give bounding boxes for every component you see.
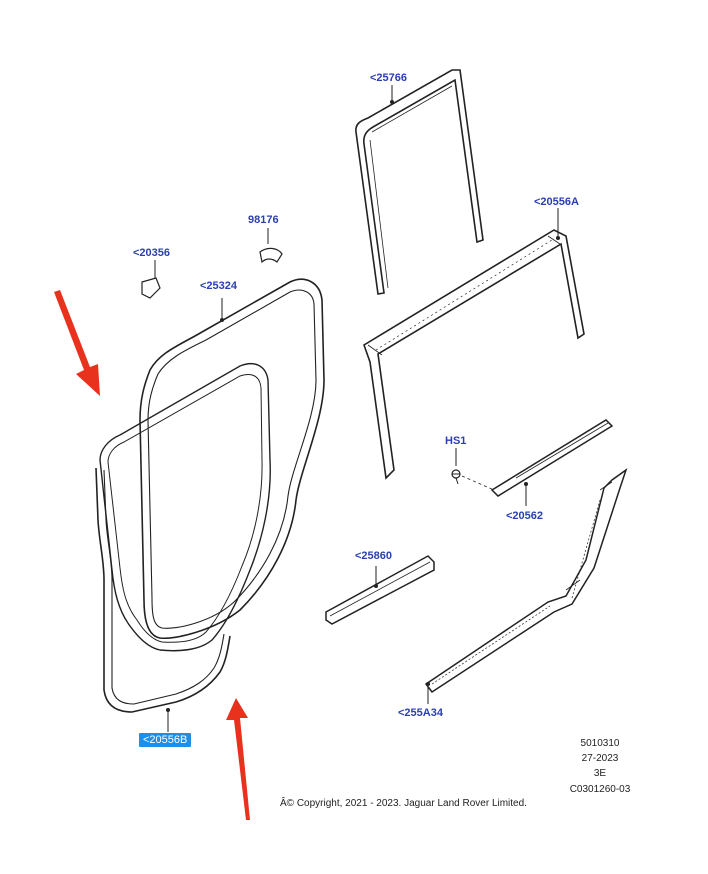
- red-arrow-bottom: [226, 698, 250, 820]
- info-line-1: 5010310: [580, 738, 620, 749]
- info-line-4: C0301260-03: [569, 784, 631, 795]
- copyright-notice: Â© Copyright, 2021 - 2023. Jaguar Land R…: [280, 798, 527, 809]
- callout-98176[interactable]: 98176: [248, 214, 279, 226]
- red-arrow-left: [54, 290, 100, 396]
- clip-20356: [141, 277, 161, 299]
- info-line-3: 3E: [593, 768, 607, 779]
- inner-aperture-seal: [99, 362, 271, 652]
- callout-20356[interactable]: <20356: [133, 247, 171, 259]
- callout-hs1[interactable]: HS1: [445, 435, 467, 447]
- clip-98176: [259, 247, 283, 264]
- callout-25860[interactable]: <25860: [355, 550, 393, 562]
- door-opening-seal: [95, 467, 231, 713]
- callout-20562[interactable]: <20562: [506, 510, 544, 522]
- callout-255a34[interactable]: <255A34: [398, 707, 443, 719]
- belt-moulding-20562: [490, 419, 614, 497]
- window-run-channel: [355, 69, 484, 295]
- callout-20556a[interactable]: <20556A: [534, 196, 579, 208]
- door-frame-seal: [363, 229, 585, 480]
- callout-20556b-selected[interactable]: <20556B: [139, 733, 192, 747]
- fastener-hs1: [451, 469, 495, 491]
- lower-seal-255a34: [424, 468, 628, 694]
- callout-25324[interactable]: <25324: [200, 280, 238, 292]
- info-line-2: 27-2023: [581, 753, 619, 764]
- strip-25860: [325, 555, 435, 625]
- callout-25766[interactable]: <25766: [370, 72, 408, 84]
- door-seal-25324: [139, 278, 325, 640]
